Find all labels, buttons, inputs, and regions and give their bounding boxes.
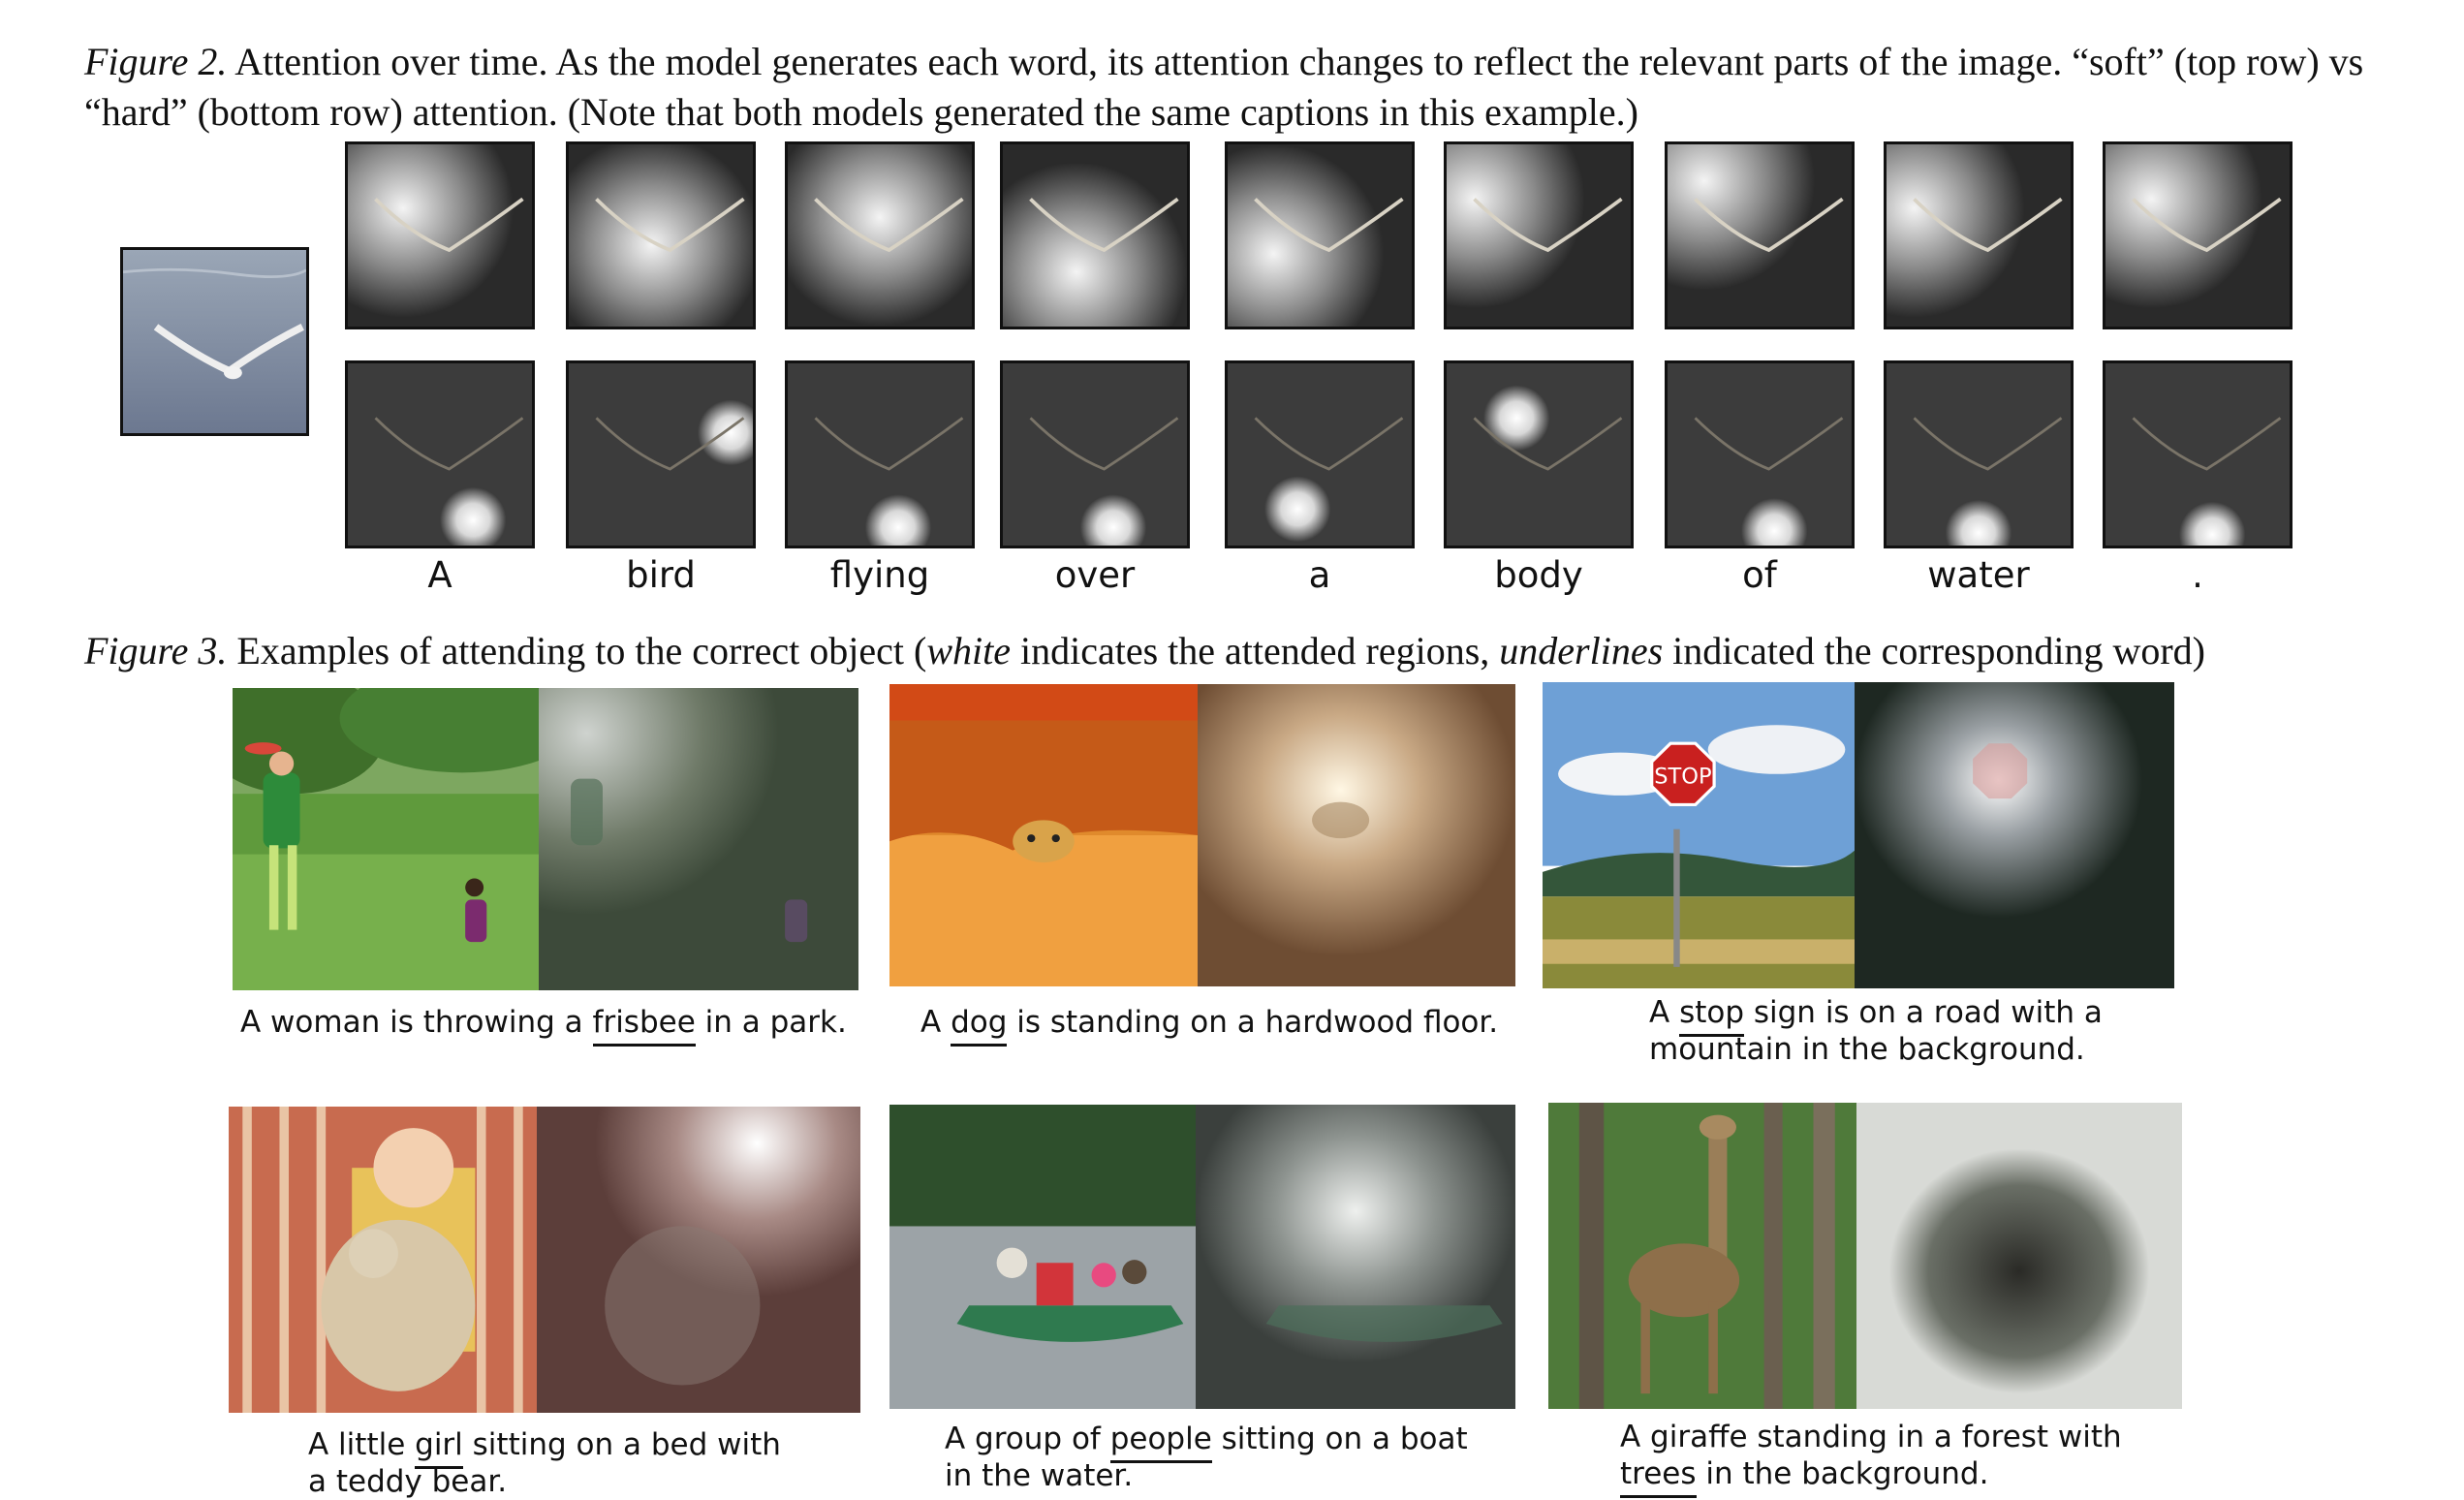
figure-3-caption-part: Examples of attending to the correct obj… bbox=[236, 629, 927, 672]
example-stop-attention bbox=[1855, 682, 2174, 988]
soft-attention-map bbox=[1444, 141, 1634, 329]
soft-attention-map bbox=[1225, 141, 1415, 329]
caption-text-line-2: mountain in the background. bbox=[1649, 1032, 2085, 1067]
figure-3-caption-underlines: underlines bbox=[1499, 629, 1664, 672]
attended-word: dog bbox=[951, 1005, 1008, 1047]
caption-text: A group of bbox=[945, 1422, 1110, 1456]
hard-attention-map bbox=[1000, 360, 1190, 548]
original-bird-image bbox=[120, 247, 309, 436]
example-giraffe-attention bbox=[1856, 1103, 2182, 1409]
caption-word: a bbox=[1308, 554, 1331, 596]
caption-text: is standing on a hardwood floor. bbox=[1007, 1005, 1499, 1040]
figure-2-caption: Figure 2. Attention over time. As the mo… bbox=[84, 37, 2429, 138]
attended-word: frisbee bbox=[592, 1005, 696, 1047]
hard-attention-map bbox=[1665, 360, 1855, 548]
figure-3-label: Figure 3. bbox=[84, 629, 228, 672]
soft-attention-map bbox=[566, 141, 756, 329]
example-stop-photo: STOP bbox=[1543, 682, 1855, 988]
soft-attention-map bbox=[345, 141, 535, 329]
attended-word: people bbox=[1109, 1422, 1212, 1463]
caption-text-line-2: a teddy bear. bbox=[308, 1464, 508, 1499]
figure-2-label: Figure 2. bbox=[84, 40, 228, 83]
caption-text: A little bbox=[308, 1427, 416, 1462]
soft-attention-map bbox=[2103, 141, 2292, 329]
caption-word: over bbox=[1054, 554, 1136, 596]
hard-attention-map bbox=[345, 360, 535, 548]
caption-text: A bbox=[1649, 995, 1680, 1030]
soft-attention-map bbox=[1665, 141, 1855, 329]
caption-word: bird bbox=[626, 554, 696, 596]
hard-attention-map bbox=[1884, 360, 2074, 548]
hard-attention-map bbox=[1225, 360, 1415, 548]
example-dog-caption: A dog is standing on a hardwood floor. bbox=[920, 1004, 1499, 1047]
figure-2-caption-text: Attention over time. As the model genera… bbox=[84, 40, 2364, 134]
soft-attention-map bbox=[1000, 141, 1190, 329]
caption-text: in a park. bbox=[695, 1005, 847, 1040]
figure-3-caption: Figure 3. Examples of attending to the c… bbox=[84, 626, 2448, 676]
svg-text:STOP: STOP bbox=[1654, 764, 1711, 789]
caption-word: . bbox=[2192, 554, 2203, 596]
example-frisbee-photo bbox=[233, 688, 539, 990]
caption-text: in the background. bbox=[1696, 1456, 1989, 1491]
figure-3-caption-part: indicates the attended regions, bbox=[1011, 629, 1500, 672]
hard-attention-map bbox=[566, 360, 756, 548]
example-giraffe-caption: A giraffe standing in a forest with tree… bbox=[1620, 1419, 2122, 1498]
example-frisbee-attention bbox=[539, 688, 858, 990]
caption-text: A giraffe standing in a forest with bbox=[1620, 1420, 2122, 1454]
example-giraffe-photo bbox=[1548, 1103, 1856, 1409]
caption-text-line-2: in the water. bbox=[945, 1458, 1134, 1493]
caption-text: sitting on a bed with bbox=[462, 1427, 781, 1462]
hard-attention-map bbox=[785, 360, 975, 548]
attended-word: trees bbox=[1620, 1456, 1697, 1498]
example-boat-attention bbox=[1196, 1105, 1515, 1409]
caption-word: flying bbox=[829, 554, 930, 596]
hard-attention-map bbox=[2103, 360, 2292, 548]
caption-text: sign is on a road with a bbox=[1744, 995, 2103, 1030]
example-frisbee-caption: A woman is throwing a frisbee in a park. bbox=[240, 1004, 847, 1047]
example-dog-attention bbox=[1198, 684, 1515, 986]
example-stop-caption: A stop sign is on a road with a mountain… bbox=[1649, 994, 2103, 1068]
soft-attention-map bbox=[1884, 141, 2074, 329]
caption-text: A bbox=[920, 1005, 951, 1040]
attended-word: stop bbox=[1679, 995, 1745, 1037]
caption-word: A bbox=[427, 554, 452, 596]
example-boat-photo bbox=[889, 1105, 1196, 1409]
attended-word: girl bbox=[415, 1427, 463, 1469]
hard-attention-map bbox=[1444, 360, 1634, 548]
caption-text: A woman is throwing a bbox=[240, 1005, 593, 1040]
example-dog-photo bbox=[889, 684, 1198, 986]
caption-word: water bbox=[1927, 554, 2030, 596]
figure-3-caption-white: white bbox=[926, 629, 1012, 672]
figure-3-caption-part: indicated the corresponding word) bbox=[1663, 629, 2205, 672]
example-girl-attention bbox=[537, 1107, 860, 1413]
example-girl-caption: A little girl sitting on a bed with a te… bbox=[308, 1426, 781, 1500]
caption-word: body bbox=[1494, 554, 1583, 596]
example-boat-caption: A group of people sitting on a boat in t… bbox=[945, 1421, 1468, 1494]
example-girl-photo bbox=[229, 1107, 537, 1413]
caption-text: sitting on a boat bbox=[1211, 1422, 1468, 1456]
caption-word: of bbox=[1742, 554, 1777, 596]
soft-attention-map bbox=[785, 141, 975, 329]
